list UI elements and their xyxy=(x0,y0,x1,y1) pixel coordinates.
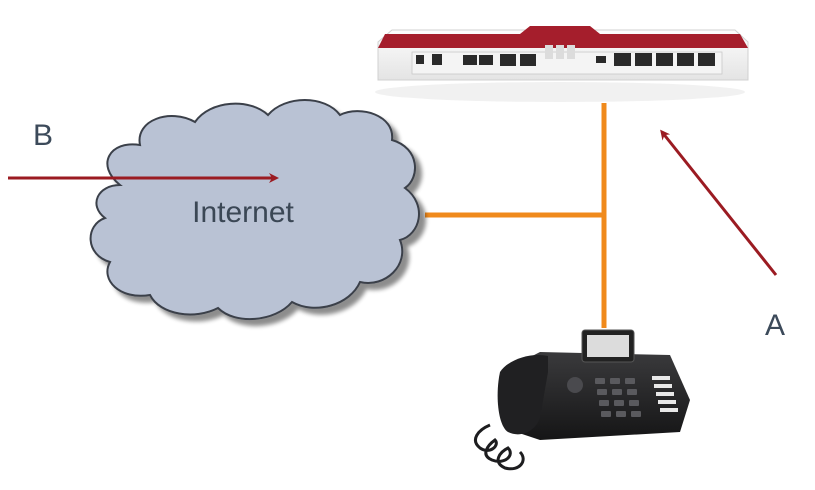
router-top-band xyxy=(378,26,748,48)
router-image xyxy=(375,26,749,102)
wan-port xyxy=(698,53,715,66)
middle-port-1 xyxy=(545,45,553,59)
middle-port-3 xyxy=(567,45,575,59)
fon-port-1 xyxy=(463,55,477,65)
usb-port xyxy=(596,56,606,63)
arrow-a xyxy=(660,129,778,276)
label-b: B xyxy=(33,119,53,152)
phone-function-keys xyxy=(652,376,678,412)
desk-phone-image xyxy=(474,329,690,471)
phone-handset xyxy=(497,354,548,435)
phone-base xyxy=(505,352,690,440)
isdn-port-1 xyxy=(500,54,516,66)
lan-port-1 xyxy=(614,53,631,66)
lan-port-3 xyxy=(656,53,673,66)
lan-port-2 xyxy=(635,53,652,66)
lan-port-4 xyxy=(677,53,694,66)
router-reflection xyxy=(375,82,745,102)
internet-cloud: Internet xyxy=(89,99,420,320)
phone-display-screen xyxy=(587,335,629,357)
phone-nav-key xyxy=(567,377,583,393)
label-a: A xyxy=(765,309,785,342)
phone-keypad xyxy=(595,378,641,417)
phone-cord xyxy=(474,423,525,471)
cloud-shape xyxy=(89,99,420,320)
router-ports xyxy=(416,45,715,66)
middle-port-2 xyxy=(556,45,564,59)
cable-lines xyxy=(425,103,607,328)
dsl-port xyxy=(432,54,442,65)
fon-port-2 xyxy=(479,55,493,65)
call-arrows xyxy=(8,129,778,276)
cloud-label: Internet xyxy=(192,196,294,229)
isdn-port-2 xyxy=(520,54,536,66)
power-port xyxy=(416,55,424,64)
